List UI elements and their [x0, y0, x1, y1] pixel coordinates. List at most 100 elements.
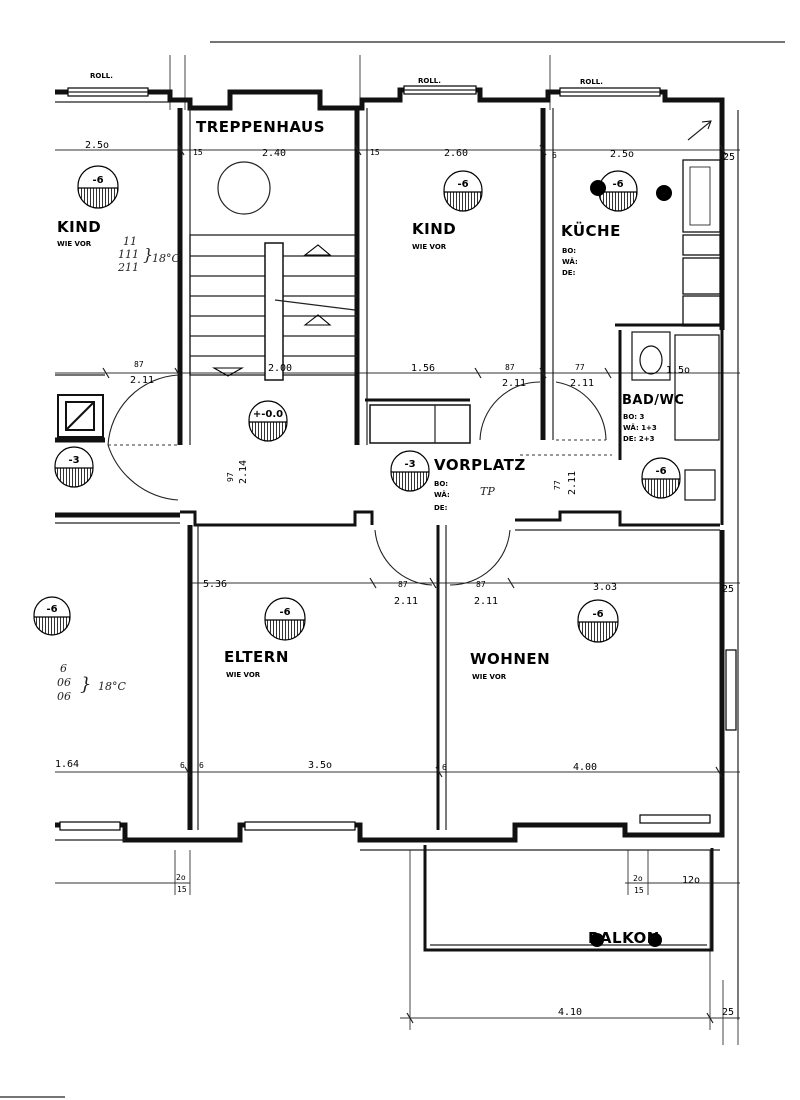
- svg-text:2.14: 2.14: [238, 460, 249, 484]
- svg-text:87: 87: [134, 360, 144, 369]
- svg-text:87: 87: [505, 363, 515, 372]
- note-bo-kueche: BO:: [562, 247, 576, 255]
- bathroom-fittings: [631, 331, 720, 501]
- note-bo-vorplatz: BO:: [434, 480, 448, 488]
- svg-text:87: 87: [476, 580, 486, 589]
- roll-label-mid: ROLL.: [418, 77, 441, 85]
- temp-tag-kind-left: -6: [77, 165, 119, 209]
- windows: [59, 85, 737, 831]
- svg-text:2.11: 2.11: [570, 378, 594, 389]
- room-label-vorplatz: VORPLATZ: [434, 456, 526, 474]
- svg-text:87: 87: [398, 580, 408, 589]
- svg-text:6: 6: [180, 761, 185, 770]
- svg-text:25: 25: [723, 152, 735, 163]
- svg-text:18°C: 18°C: [98, 680, 126, 693]
- svg-text:1.5o: 1.5o: [666, 365, 690, 376]
- svg-text:2.11: 2.11: [474, 596, 498, 607]
- svg-text:1.64: 1.64: [55, 759, 79, 770]
- room-label-eltern: ELTERN: [224, 648, 289, 666]
- svg-text:-6: -6: [457, 179, 468, 190]
- svg-text:-6: -6: [592, 609, 603, 620]
- room-label-bad-wc: BAD/WC: [622, 393, 684, 408]
- roll-label-left: ROLL.: [90, 72, 113, 80]
- svg-text:111: 111: [118, 248, 139, 261]
- svg-text:5.36: 5.36: [203, 579, 227, 590]
- svg-text:06: 06: [57, 690, 71, 703]
- svg-text:-6: -6: [279, 607, 290, 618]
- note-de-vorplatz: DE:: [434, 504, 448, 512]
- note-tp: TP: [480, 485, 495, 498]
- svg-text:25: 25: [722, 1007, 734, 1018]
- svg-text:}: }: [143, 245, 153, 264]
- note-wa-kueche: WÄ:: [562, 257, 578, 266]
- svg-text:2.11: 2.11: [502, 378, 526, 389]
- doors: [107, 374, 612, 586]
- note-de-bad: DE: 2+3: [623, 435, 655, 443]
- svg-text:2.5o: 2.5o: [610, 149, 634, 160]
- balcony: [423, 845, 714, 952]
- kitchen-fittings: [682, 120, 721, 327]
- svg-text:-6: -6: [655, 466, 666, 477]
- handwritten-notes-top: 11 111 211 } 18°C: [117, 235, 180, 274]
- svg-text:97: 97: [226, 472, 235, 482]
- svg-text:77: 77: [575, 363, 585, 372]
- room-label-balkon: BALKON: [588, 929, 660, 947]
- temp-tag-left-hall: -3: [54, 446, 94, 488]
- temp-tag-wohnen: -6: [577, 599, 619, 643]
- svg-text:3.5o: 3.5o: [308, 760, 332, 771]
- svg-text:-6: -6: [92, 175, 103, 186]
- note-wa-bad: WÄ: 1+3: [623, 423, 657, 432]
- svg-text:6: 6: [60, 662, 67, 675]
- note-wa-vorplatz: WÄ:: [434, 490, 450, 499]
- temp-tag-eltern: -6: [264, 597, 306, 641]
- svg-text:2.40: 2.40: [262, 148, 286, 159]
- room-label-kind-left: KIND: [57, 218, 101, 236]
- svg-text:1.56: 1.56: [411, 363, 435, 374]
- svg-text:211: 211: [117, 261, 139, 274]
- room-label-treppenhaus: TREPPENHAUS: [196, 118, 325, 136]
- construction-lines: [55, 55, 740, 1045]
- svg-text:15: 15: [177, 885, 187, 894]
- svg-text:+-0.0: +-0.0: [253, 409, 283, 420]
- room-label-kind-mid: KIND: [412, 220, 456, 238]
- staircase: [189, 161, 358, 381]
- svg-text:4.10: 4.10: [558, 1007, 582, 1018]
- svg-text:2.00: 2.00: [268, 363, 292, 374]
- temp-tag-bad: -6: [641, 457, 681, 499]
- temp-tag-kueche: -6: [598, 170, 638, 212]
- svg-text:2.11: 2.11: [394, 596, 418, 607]
- room-label-wohnen: WOHNEN: [470, 650, 550, 668]
- temp-tag-kind-mid: -6: [443, 170, 483, 212]
- roll-label-right: ROLL.: [580, 78, 603, 86]
- svg-text:3.o3: 3.o3: [593, 582, 617, 593]
- svg-text:25: 25: [722, 584, 734, 595]
- svg-text:77: 77: [553, 480, 562, 490]
- svg-text:11: 11: [123, 235, 137, 248]
- svg-text:15: 15: [370, 148, 380, 157]
- note-bo-bad: BO: 3: [623, 413, 645, 421]
- svg-text:2.11: 2.11: [567, 471, 578, 495]
- svg-text:-3: -3: [404, 459, 415, 470]
- svg-text:6: 6: [442, 763, 447, 772]
- left-chimney: [57, 394, 104, 438]
- svg-text:6: 6: [199, 761, 204, 770]
- svg-text:15: 15: [193, 148, 203, 157]
- svg-text:15: 15: [634, 886, 644, 895]
- note-de-kueche: DE:: [562, 269, 576, 277]
- dimension-labels: 2.5o 2.40 2.60 2.5o 15 15 25 6 87 2.11 2…: [55, 140, 735, 1018]
- room-label-kueche: KÜCHE: [561, 221, 621, 240]
- heating-tags: -6 +-0.0 -6 -6 -3 -3: [33, 165, 681, 643]
- svg-text:2.11: 2.11: [130, 375, 154, 386]
- handwritten-notes-bottom: 6 06 06 } 18°C: [57, 662, 126, 703]
- svg-text:06: 06: [57, 676, 71, 689]
- note-wie-vor-kind-mid: WIE VOR: [412, 243, 447, 251]
- svg-text:-6: -6: [46, 604, 57, 615]
- svg-text:2.5o: 2.5o: [85, 140, 109, 151]
- dimension-ticks: [102, 144, 727, 1024]
- ink-marks: [590, 180, 672, 947]
- svg-text:}: }: [80, 674, 91, 695]
- interior-walls: [55, 108, 724, 830]
- svg-text:6: 6: [552, 151, 557, 160]
- svg-text:2o: 2o: [176, 873, 186, 882]
